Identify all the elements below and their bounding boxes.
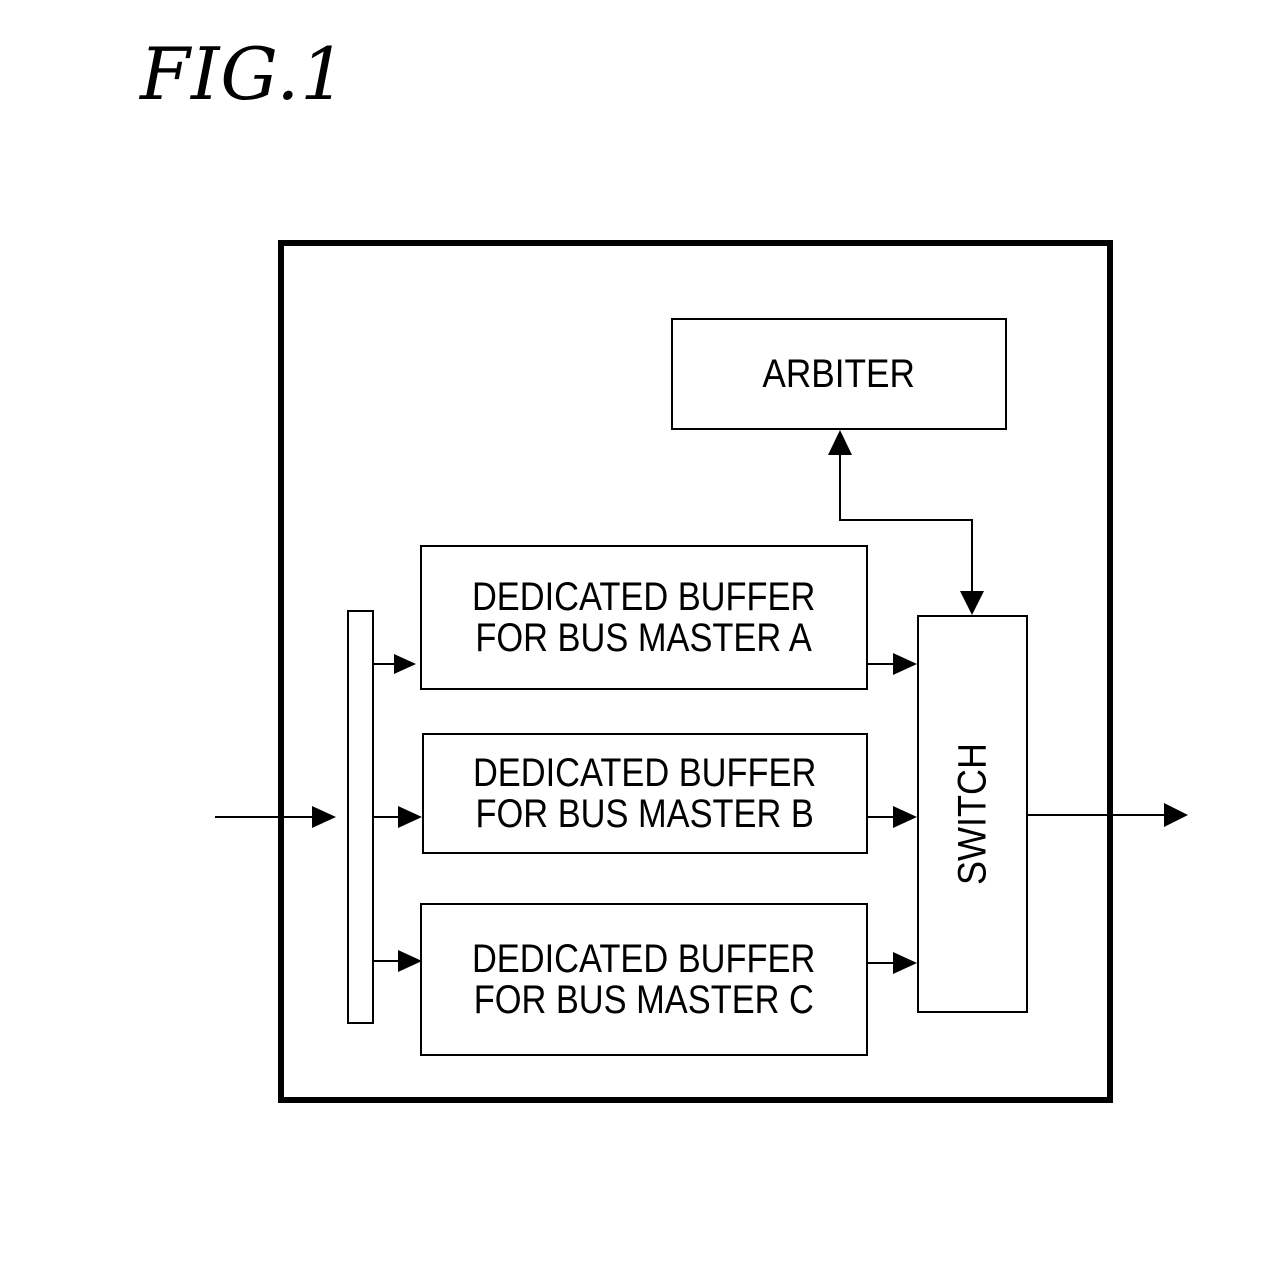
arrow-to-buffer-c-head bbox=[398, 950, 422, 972]
arrow-buffer-c-to-switch-head bbox=[893, 952, 917, 974]
switch-label: SWITCH bbox=[950, 743, 995, 885]
arrow-to-arbiter-head bbox=[828, 430, 852, 455]
arrow-to-buffer-a-head bbox=[394, 654, 416, 674]
arrow-buffer-a-to-switch-head bbox=[893, 653, 917, 675]
distributor-bar bbox=[348, 611, 373, 1023]
arbiter-box: ARBITER bbox=[671, 318, 1007, 430]
arrow-to-buffer-b-head bbox=[398, 806, 422, 828]
buffer-b-line2: FOR BUS MASTER B bbox=[476, 794, 814, 835]
output-arrow-head bbox=[1164, 803, 1188, 827]
buffer-c-line2: FOR BUS MASTER C bbox=[474, 980, 814, 1021]
arbiter-label: ARBITER bbox=[763, 352, 916, 397]
arrow-to-switch-head bbox=[960, 591, 984, 615]
buffer-a-line2: FOR BUS MASTER A bbox=[476, 618, 812, 659]
buffer-c-line1: DEDICATED BUFFER bbox=[472, 939, 815, 980]
input-arrow-head bbox=[312, 806, 336, 828]
arrow-buffer-b-to-switch-head bbox=[893, 806, 917, 828]
buffer-b-line1: DEDICATED BUFFER bbox=[473, 753, 816, 794]
switch-box: SWITCH bbox=[917, 615, 1028, 1013]
buffer-c-box: DEDICATED BUFFER FOR BUS MASTER C bbox=[420, 903, 868, 1056]
buffer-a-line1: DEDICATED BUFFER bbox=[472, 577, 815, 618]
buffer-b-box: DEDICATED BUFFER FOR BUS MASTER B bbox=[422, 733, 868, 854]
buffer-a-box: DEDICATED BUFFER FOR BUS MASTER A bbox=[420, 545, 868, 690]
